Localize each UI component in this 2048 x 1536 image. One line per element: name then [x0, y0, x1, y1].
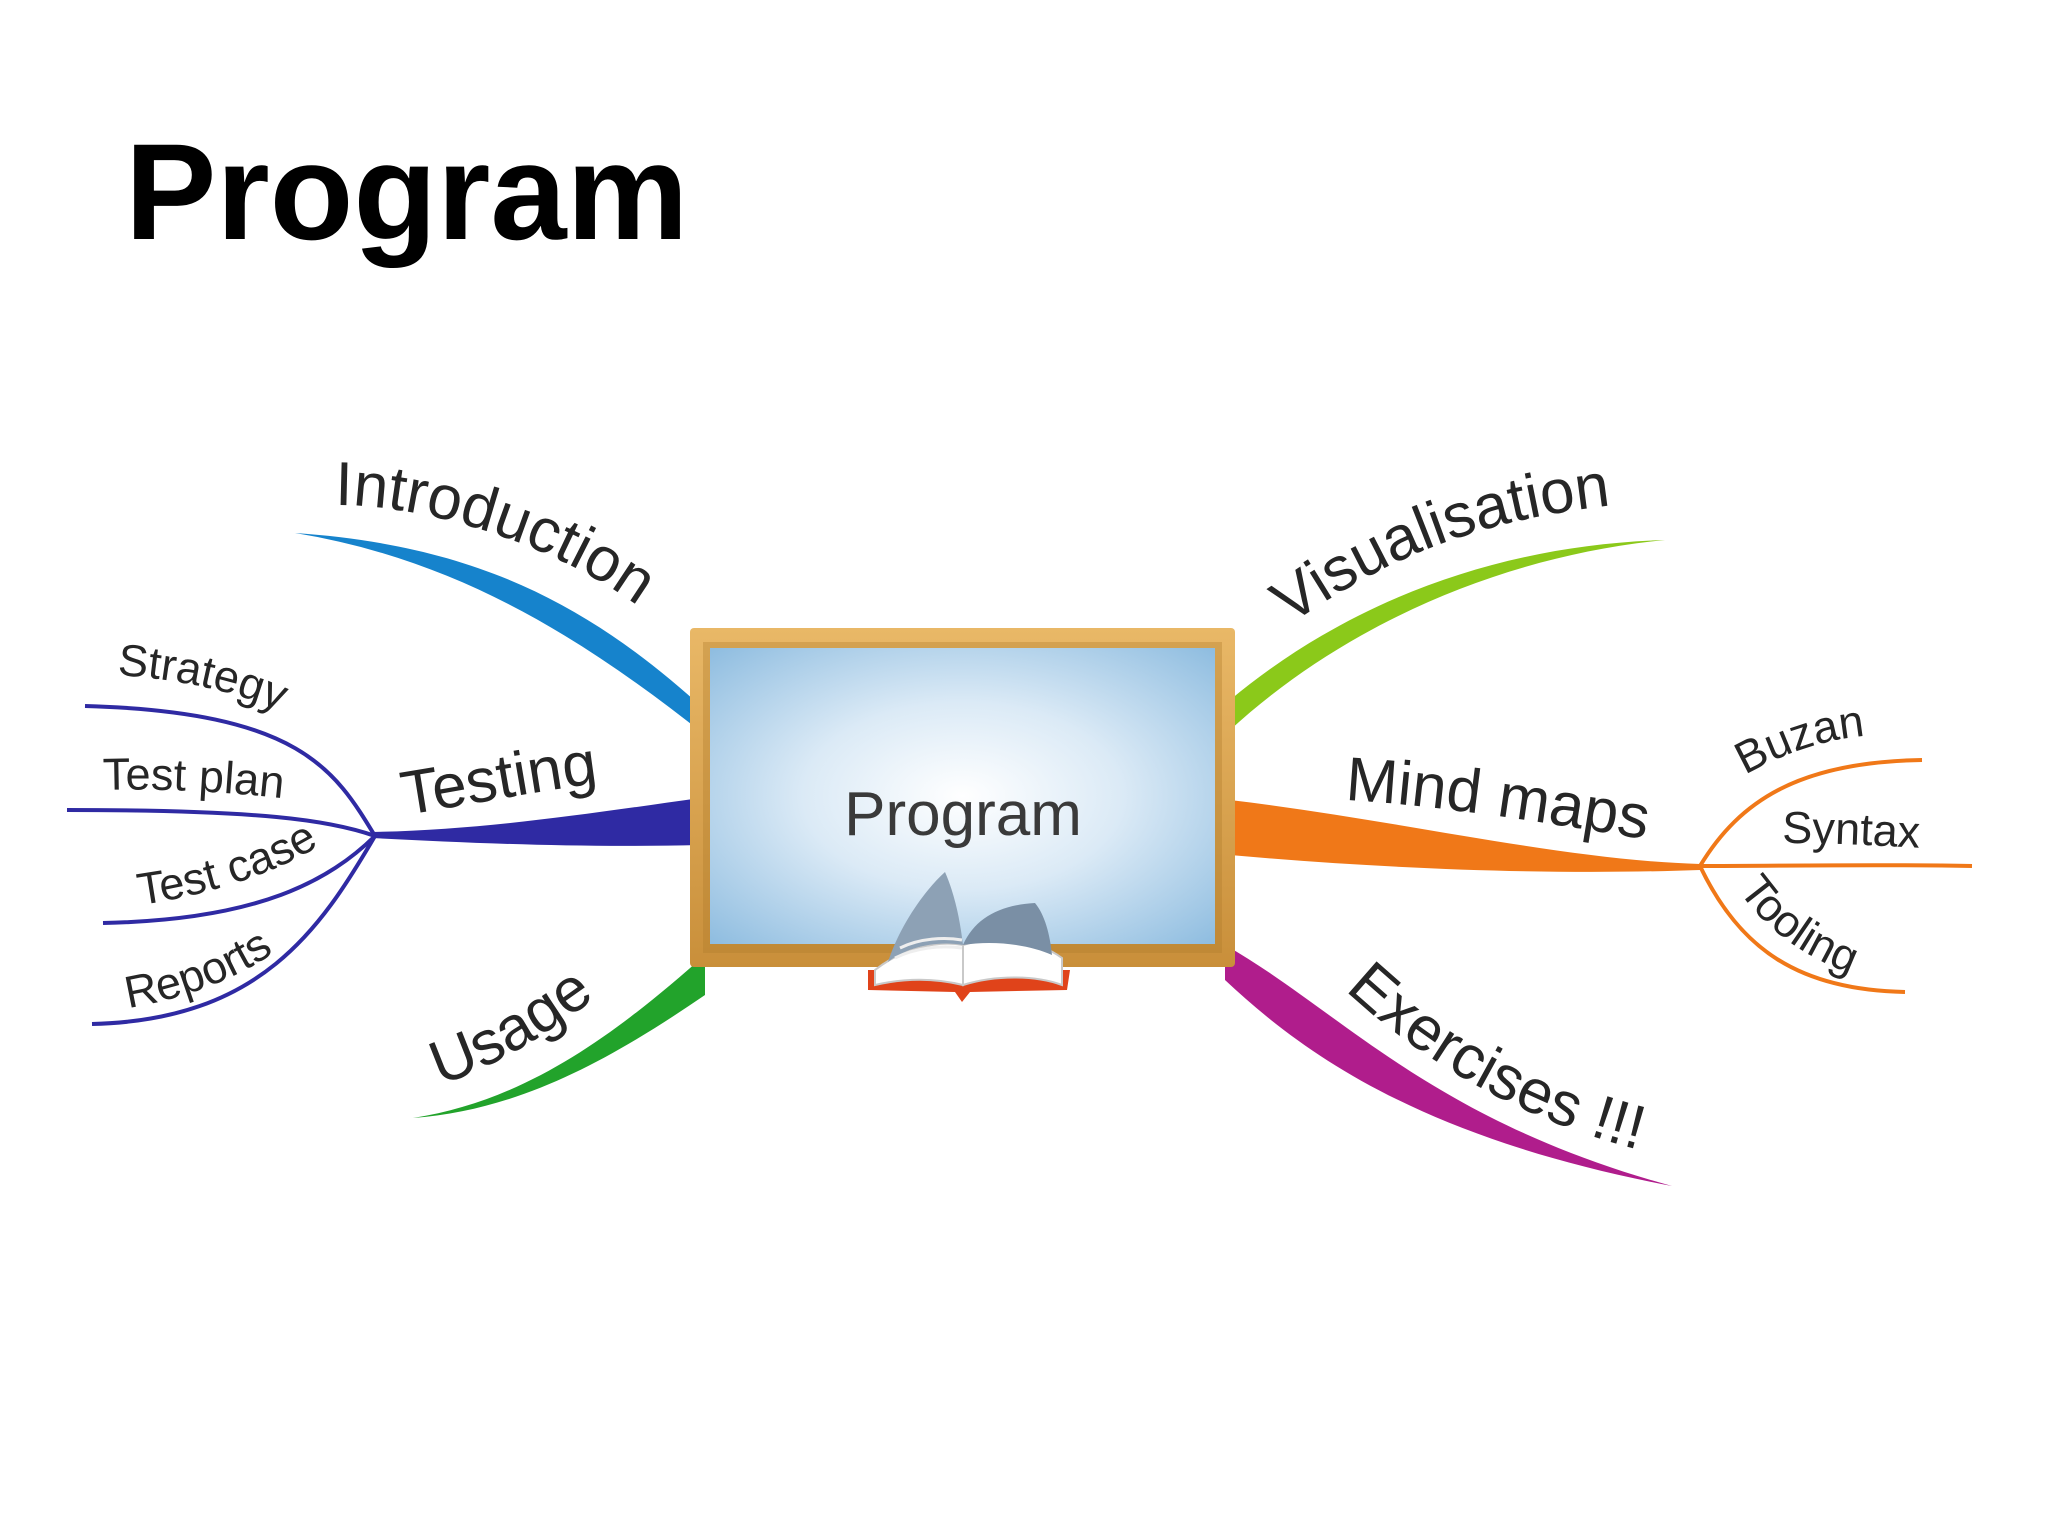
sub-branch-label-tooling: Tooling [1730, 865, 1866, 983]
open-book-icon [868, 872, 1070, 1002]
sub-branch-label-reports: Reports [120, 918, 280, 1018]
testing-sub-branches [66, 704, 377, 1026]
branch-label-testing: Testing [396, 729, 601, 829]
branch-label-usage: Usage [420, 953, 604, 1098]
branch-mind-maps [1230, 800, 1700, 872]
branch-testing [372, 798, 700, 846]
sub-branch-label-buzan: Buzan [1726, 695, 1866, 784]
central-board [690, 628, 1235, 967]
mind-maps-sub-branches [1698, 758, 1973, 994]
sub-branch-label-syntax: Syntax [1782, 802, 1922, 858]
sub-branch-label-test-case: Test case [133, 810, 324, 915]
slide-title: Program [125, 116, 689, 269]
branch-label-visualisation: Visualisation [1259, 451, 1613, 637]
central-topic-label: Program [844, 780, 1082, 849]
sub-branch-label-test-plan: Test plan [102, 748, 287, 808]
